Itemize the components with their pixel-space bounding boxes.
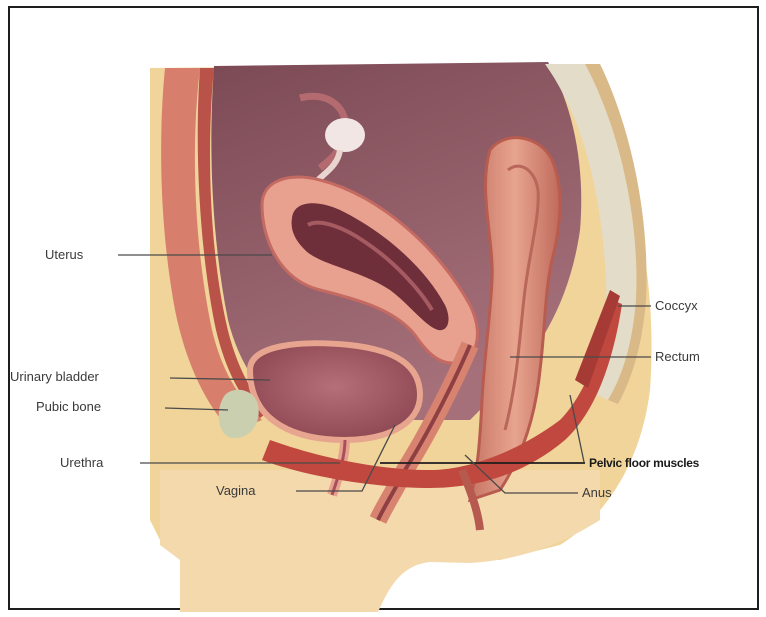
label-pelvic-floor-muscles: Pelvic floor muscles [589, 455, 699, 471]
label-urinary-bladder: Urinary bladder [10, 369, 99, 385]
label-anus: Anus [582, 485, 612, 501]
ovary [325, 118, 365, 152]
label-uterus: Uterus [45, 247, 83, 263]
label-vagina: Vagina [216, 483, 256, 499]
label-rectum: Rectum [655, 349, 700, 365]
label-coccyx: Coccyx [655, 298, 698, 314]
label-urethra: Urethra [60, 455, 103, 471]
label-pubic-bone: Pubic bone [36, 399, 101, 415]
